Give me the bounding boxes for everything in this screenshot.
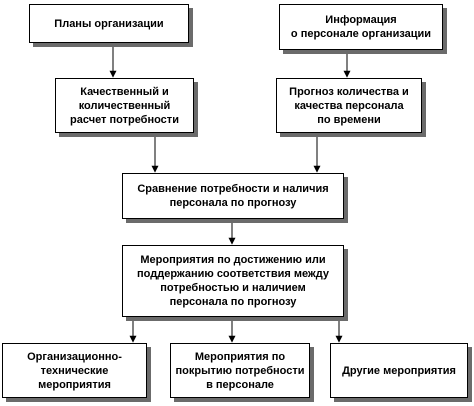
node-text-line: Прогноз количества и xyxy=(289,85,409,98)
node-text-line: Качественный и xyxy=(80,85,169,98)
node-text-line: мероприятия xyxy=(38,378,111,391)
node-text-line: Планы организации xyxy=(54,17,164,30)
node-alignment-measures: Мероприятия по достижению или поддержани… xyxy=(122,245,344,317)
node-text-line: Сравнение потребности и наличия xyxy=(137,183,329,195)
node-text-line: качества персонала xyxy=(294,99,404,112)
node-text-line: Информация xyxy=(325,14,397,26)
node-text-line: Мероприятия по достижению или xyxy=(140,254,326,266)
node-text-line: по времени xyxy=(317,113,381,126)
node-text-line: количественный xyxy=(78,99,171,112)
node-need-comparison: Сравнение потребности и наличия персонал… xyxy=(122,173,344,219)
node-other-measures: Другие мероприятия xyxy=(330,343,468,398)
node-text-line: технические xyxy=(40,364,109,377)
node-text-line: покрытию потребности xyxy=(175,364,305,377)
node-text-line: в персонале xyxy=(206,378,274,391)
node-personnel-info: Информация о персонале организации xyxy=(279,4,443,50)
node-text-line: потребностью и наличием xyxy=(160,282,306,294)
node-org-technical-measures: Организационно- технические мероприятия xyxy=(2,343,147,398)
node-organization-plans: Планы организации xyxy=(29,4,189,43)
node-text-line: персонала по прогнозу xyxy=(169,197,297,209)
node-text-line: поддержанию соответствия между xyxy=(137,268,329,280)
node-text-line: расчет потребности xyxy=(70,113,179,126)
node-text-line: Мероприятия по xyxy=(194,350,286,363)
node-text-line: персонала по прогнозу xyxy=(169,296,297,308)
node-text-line: Другие мероприятия xyxy=(342,364,456,377)
node-text-line: Организационно- xyxy=(27,350,122,363)
node-text-line: о персонале организации xyxy=(290,28,432,40)
node-staffing-measures: Мероприятия по покрытию потребности в пе… xyxy=(170,343,310,398)
node-personnel-forecast: Прогноз количества и качества персонала … xyxy=(276,78,422,133)
node-need-calculation: Качественный и количественный расчет пот… xyxy=(55,78,194,133)
